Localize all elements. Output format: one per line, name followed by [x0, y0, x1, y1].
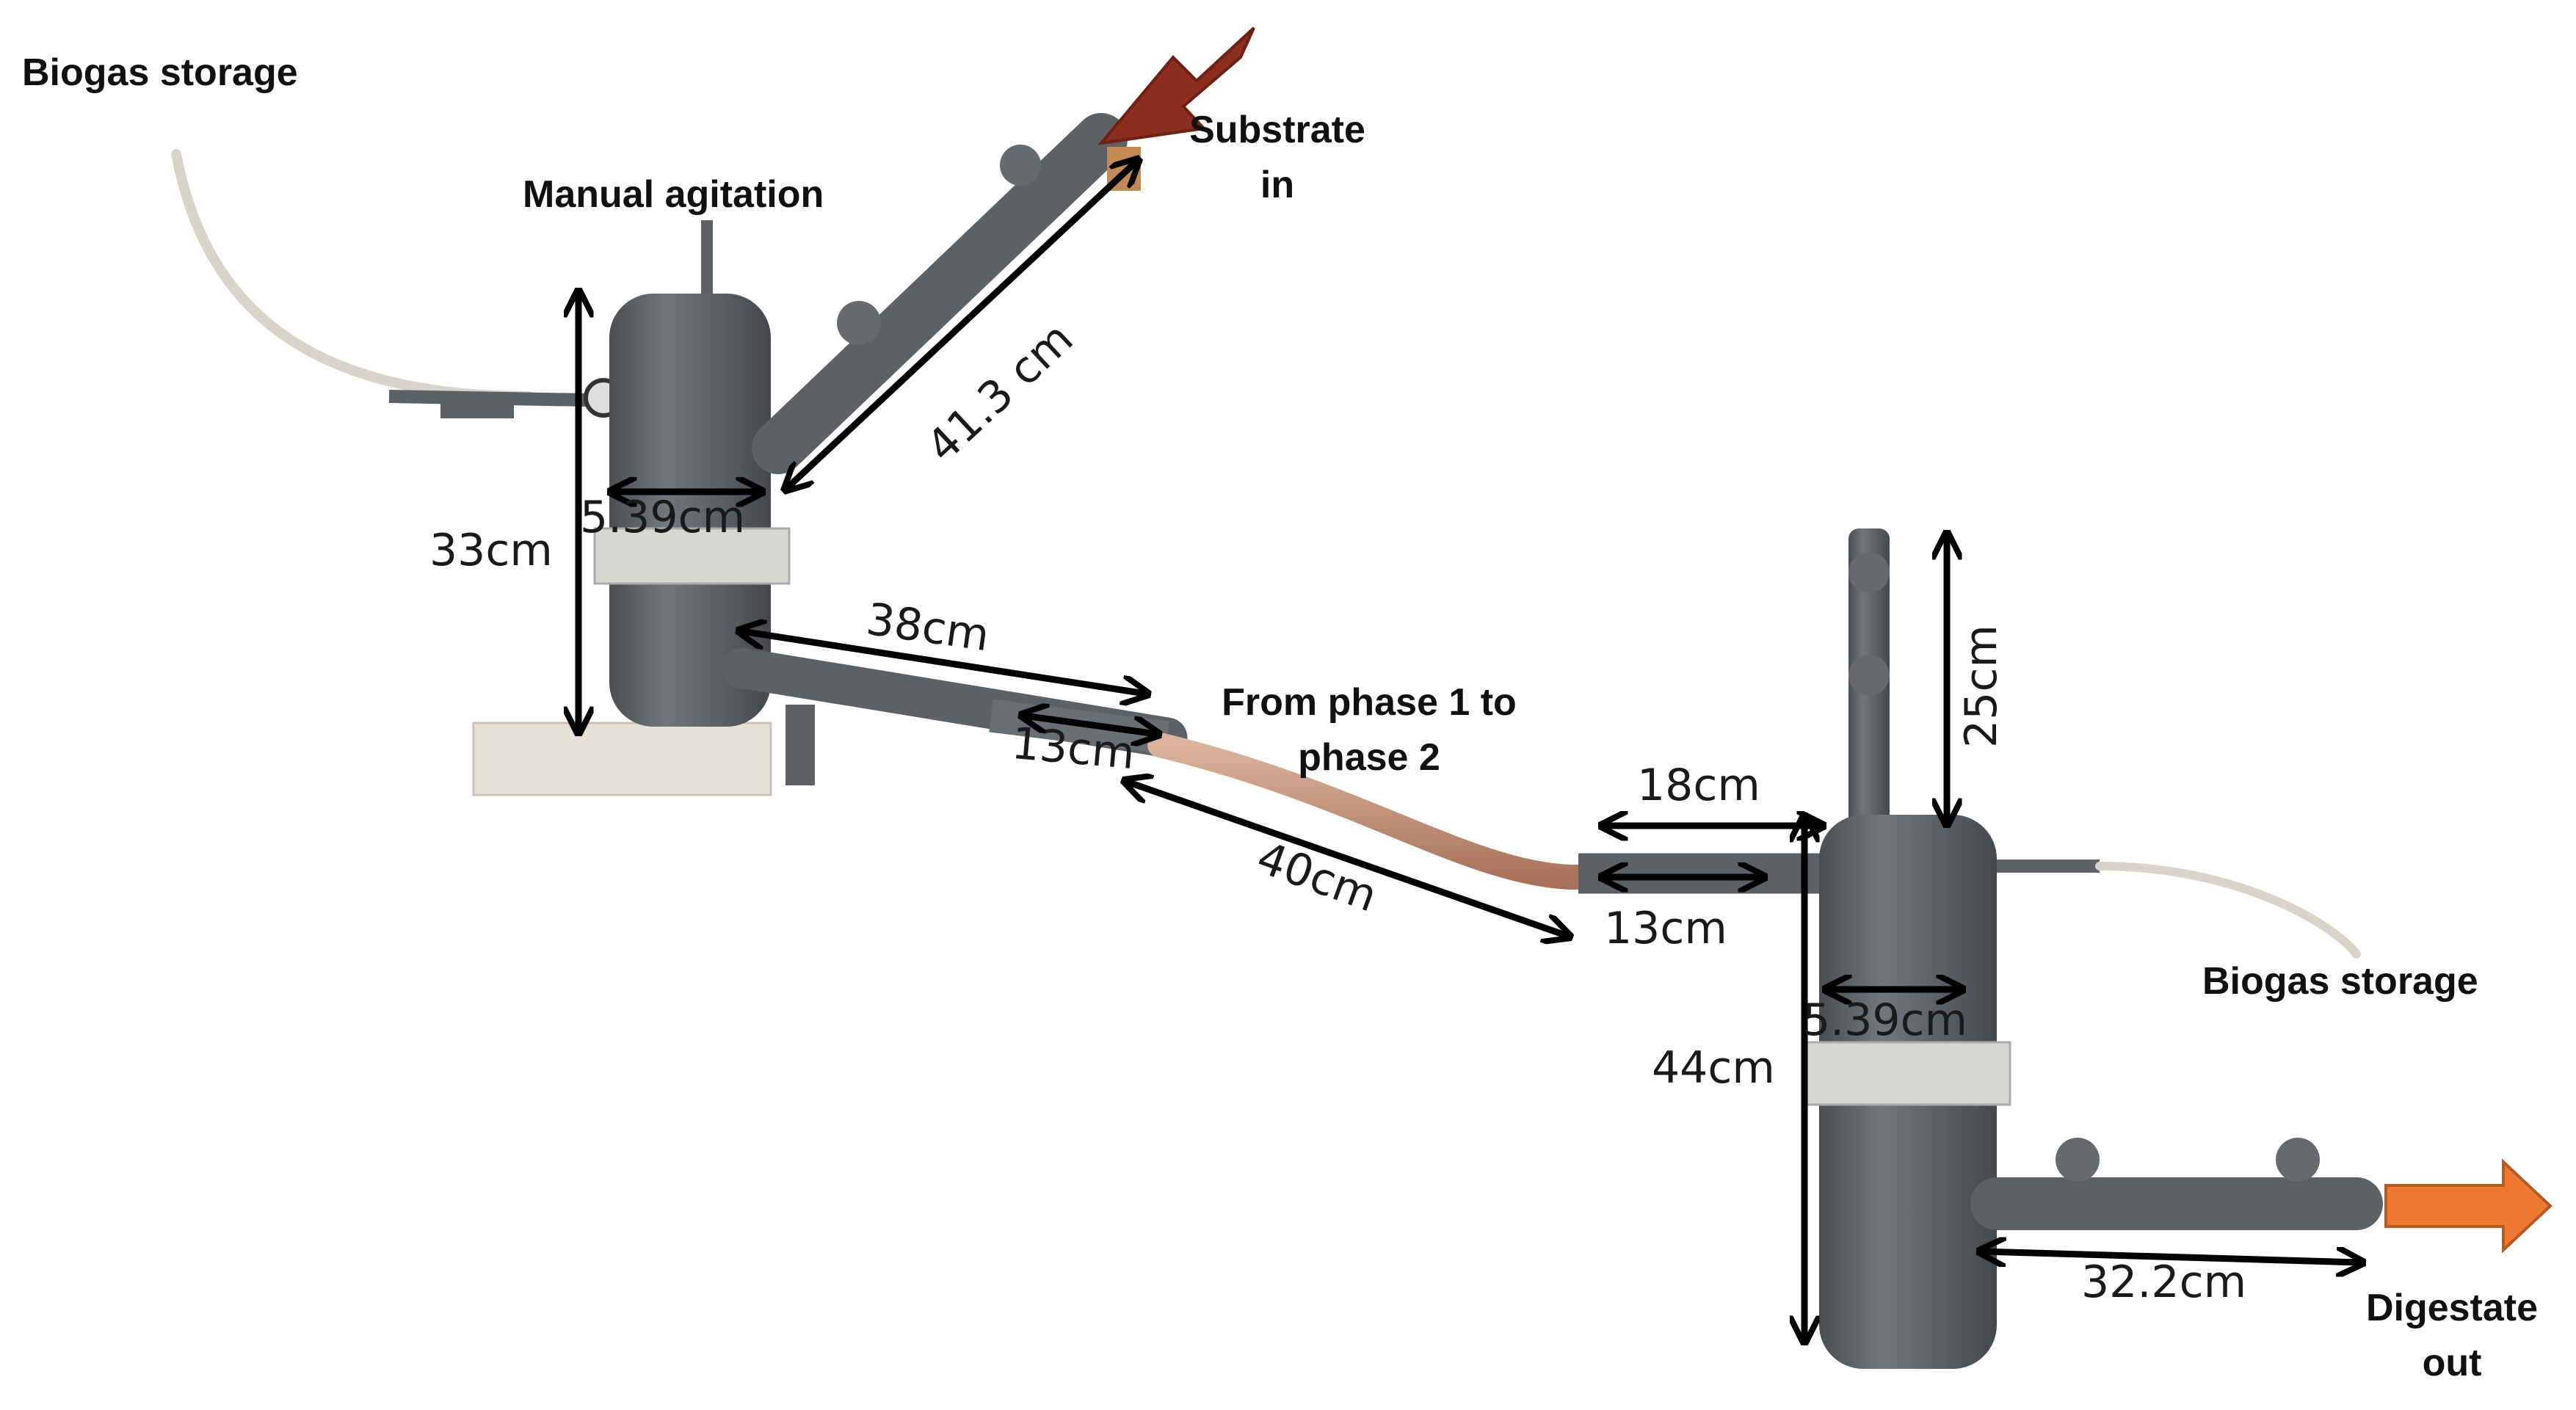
substrate-in-line2: in	[1260, 164, 1295, 207]
from-phase-line2: phase 2	[1298, 736, 1440, 780]
biogas-tube-right	[2095, 862, 2361, 959]
gas-valve-icon-2	[1848, 552, 1890, 593]
substrate-in-line1: Substrate	[1189, 109, 1365, 151]
support-block	[472, 722, 772, 796]
outlet-valve-icon-2	[2276, 1138, 2320, 1182]
digestate-out-line2: out	[2422, 1342, 2482, 1385]
from-phase-label: From phase 1 to phase 2	[1204, 675, 1534, 786]
digester-1-body	[609, 294, 771, 727]
outlet1-length-arrow	[741, 631, 1145, 694]
digester2-height-label: 44cm	[1652, 1042, 1775, 1094]
connector2-label: 13cm	[1604, 903, 1727, 954]
digestate-out-line1: Digestate	[2365, 1287, 2539, 1329]
biogas-storage-label-right: Biogas storage	[2202, 960, 2478, 1003]
gas-pipe-height-label: 25cm	[1955, 625, 2007, 748]
digestate-out-label: Digestate out	[2342, 1281, 2562, 1392]
inlet-pipe	[752, 113, 1128, 474]
manual-agitation-label: Manual agitation	[523, 173, 824, 216]
connector1-arrow	[1024, 716, 1156, 734]
substrate-in-arrow	[1097, 26, 1255, 145]
digester-1-clamp	[593, 527, 791, 585]
biogas-storage-label-left: Biogas storage	[22, 51, 298, 94]
digestate-out-arrow	[2384, 1158, 2553, 1254]
from-phase-line1: From phase 1 to	[1222, 681, 1517, 724]
digester1-height-label: 33cm	[429, 525, 553, 576]
gas-valve-body-left	[440, 404, 514, 418]
agitator-rod	[701, 220, 713, 301]
inlet-valve-icon	[837, 301, 881, 345]
transfer-hose-arrow	[1127, 782, 1567, 936]
inlet-valve-icon-2	[1000, 145, 1041, 186]
outlet2-length-label: 32.2cm	[2081, 1257, 2247, 1308]
digester-2-clamp	[1804, 1041, 2011, 1106]
inlet-length-arrow	[787, 161, 1136, 488]
outlet-valve-icon-1	[2056, 1138, 2100, 1182]
digester2-diameter-label: 5.39cm	[1802, 995, 1968, 1046]
biogas-tube-left	[171, 149, 534, 401]
digester1-diameter-label: 5.39cm	[580, 492, 746, 543]
outlet2-length-arrow	[1982, 1251, 2360, 1262]
drain-tap	[786, 705, 815, 785]
substrate-in-label: Substrate in	[1167, 103, 1387, 214]
gas-valve-icon-3	[1848, 655, 1890, 696]
inlet2-length-label: 18cm	[1637, 760, 1760, 811]
gas-valve-left	[388, 390, 588, 407]
connector1-label: 13cm	[1009, 717, 1137, 780]
